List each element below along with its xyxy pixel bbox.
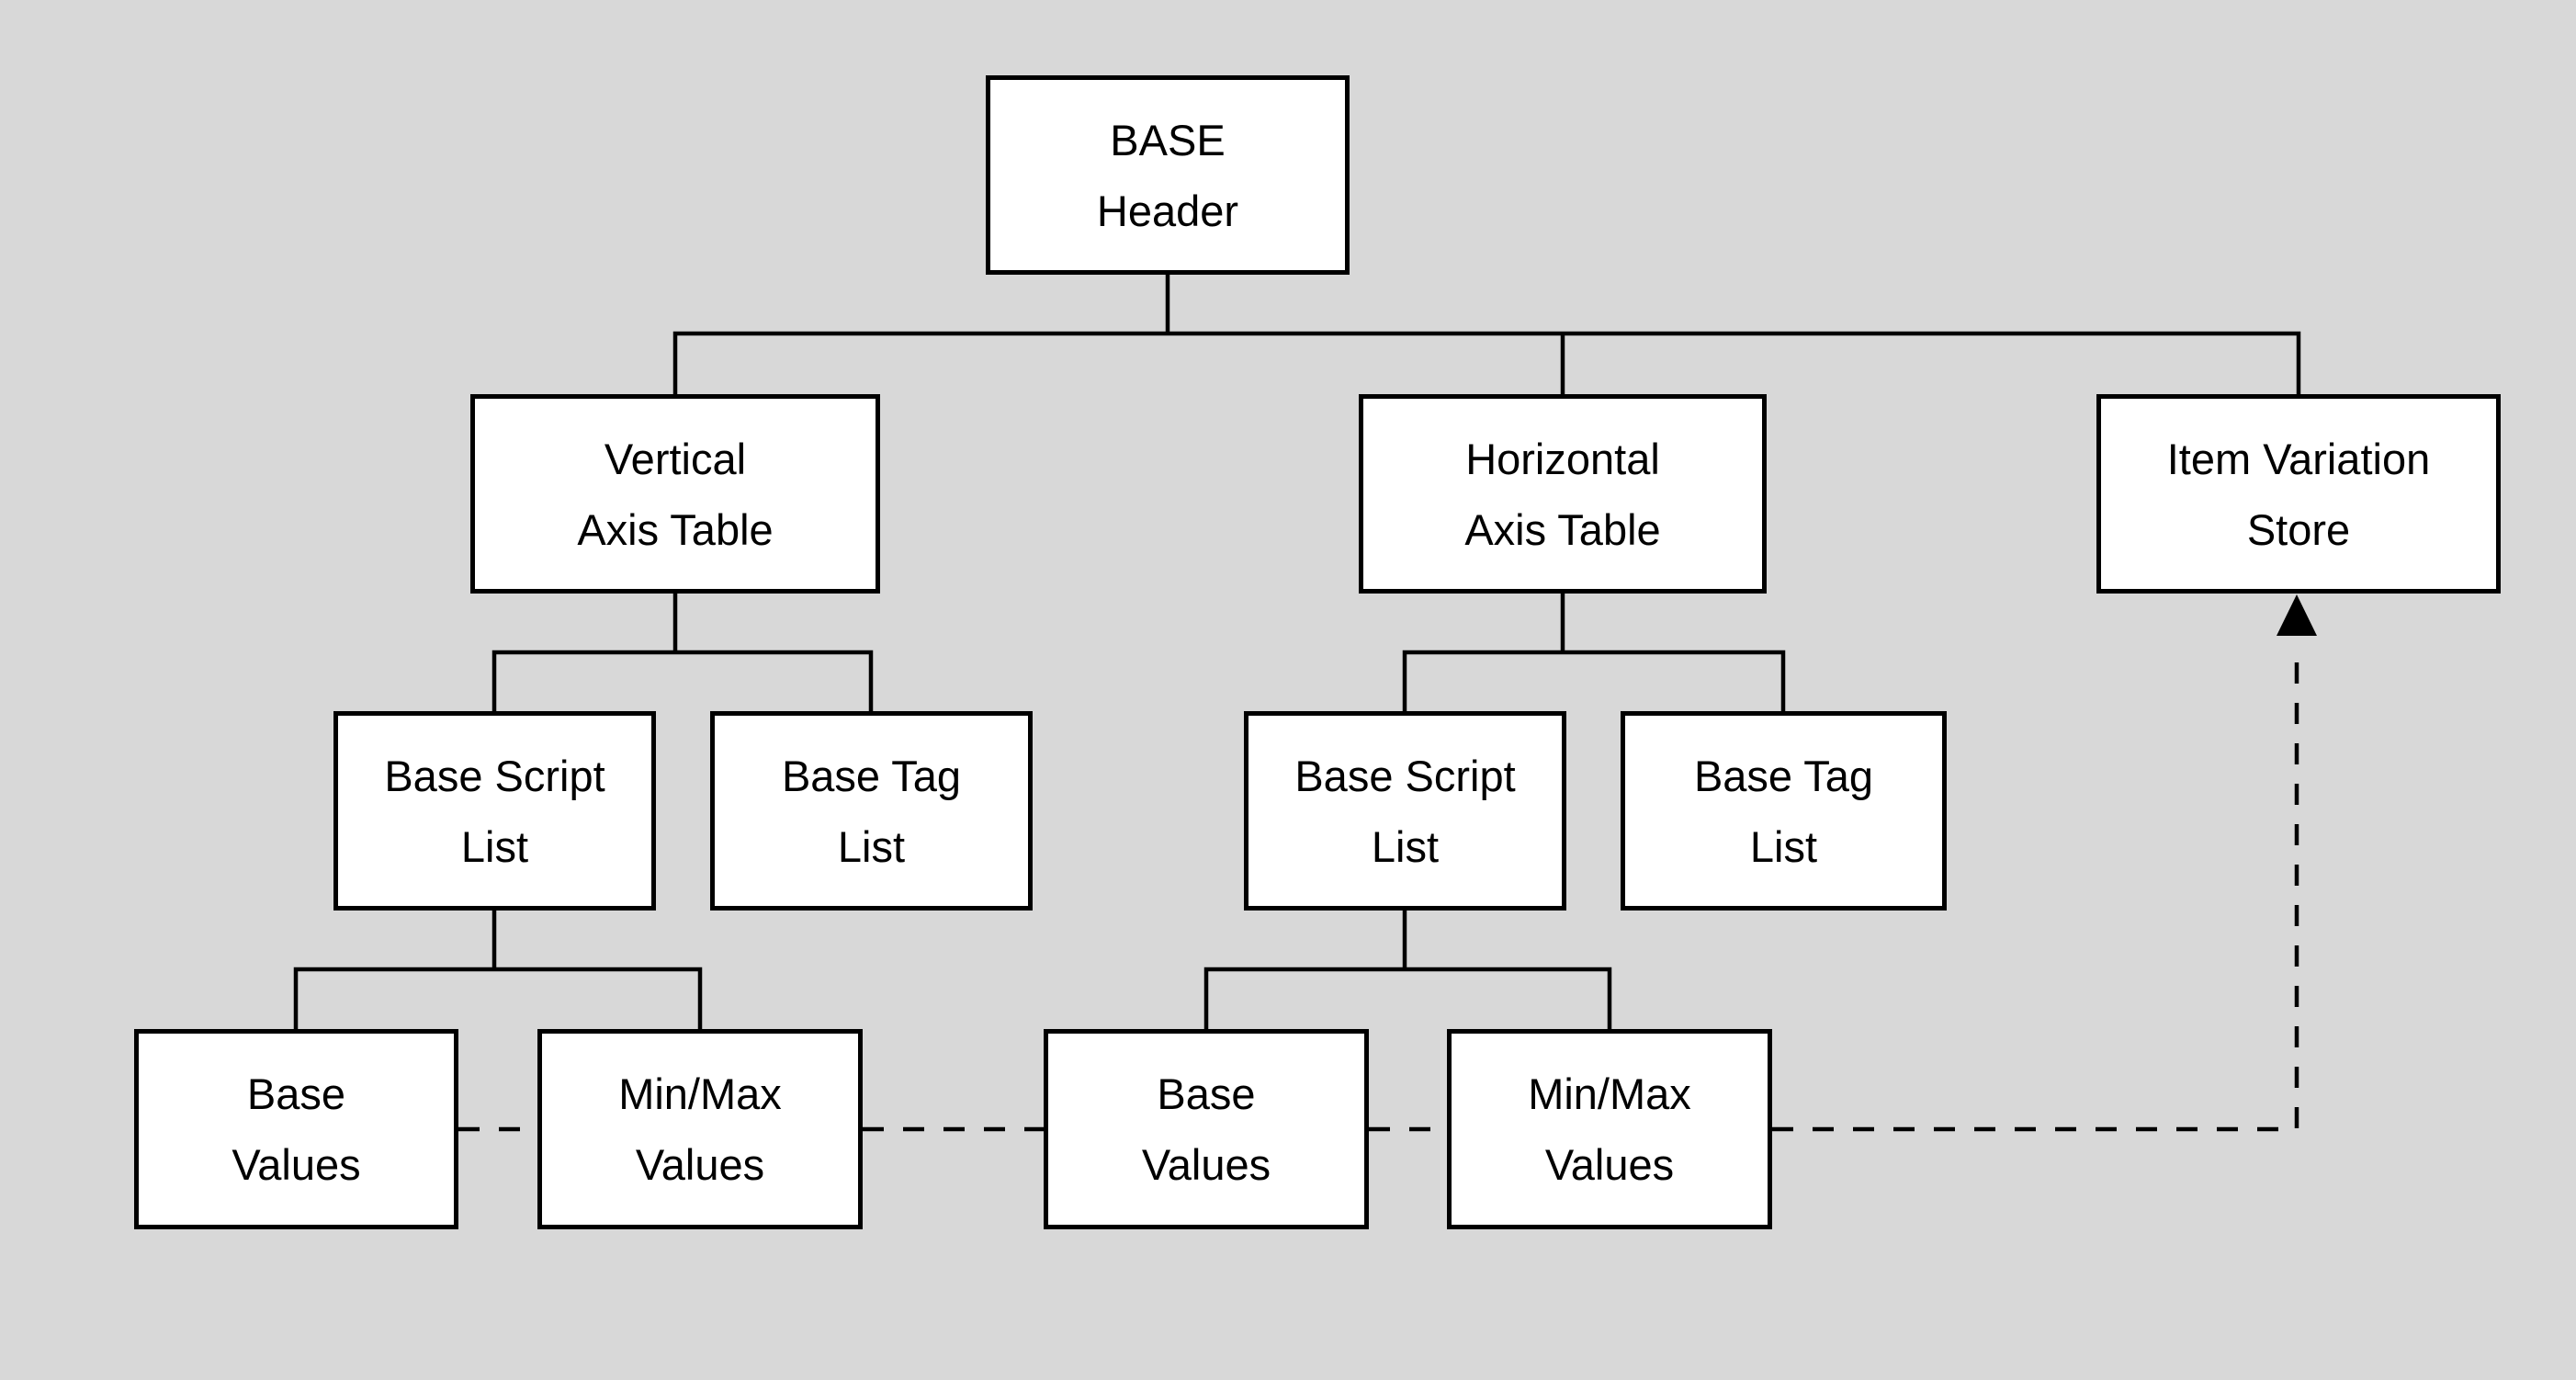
arrowhead-icon: [2277, 594, 2317, 636]
node-base-values-vertical: Base Values: [134, 1029, 458, 1229]
node-vertical-axis-table: Vertical Axis Table: [470, 394, 880, 594]
node-item-variation-store: Item Variation Store: [2096, 394, 2501, 594]
node-min-max-values-vertical: Min/Max Values: [537, 1029, 863, 1229]
node-base-script-list-horizontal: Base Script List: [1244, 711, 1566, 911]
dashed-reference-line: [458, 643, 2299, 1132]
connector-vertical-axis-children: [491, 591, 874, 714]
connector-base-script-horizontal-children: [1203, 908, 1612, 1032]
node-base-values-horizontal: Base Values: [1044, 1029, 1369, 1229]
node-base-tag-list-vertical: Base Tag List: [710, 711, 1033, 911]
connector-base-script-vertical-children: [293, 908, 703, 1032]
node-min-max-values-horizontal: Min/Max Values: [1447, 1029, 1772, 1229]
node-horizontal-axis-table: Horizontal Axis Table: [1359, 394, 1767, 594]
connector-base-header-children: [672, 272, 2301, 397]
connector-horizontal-axis-children: [1402, 591, 1786, 714]
node-base-tag-list-horizontal: Base Tag List: [1621, 711, 1947, 911]
node-base-header: BASE Header: [986, 75, 1350, 275]
node-base-script-list-vertical: Base Script List: [333, 711, 656, 911]
